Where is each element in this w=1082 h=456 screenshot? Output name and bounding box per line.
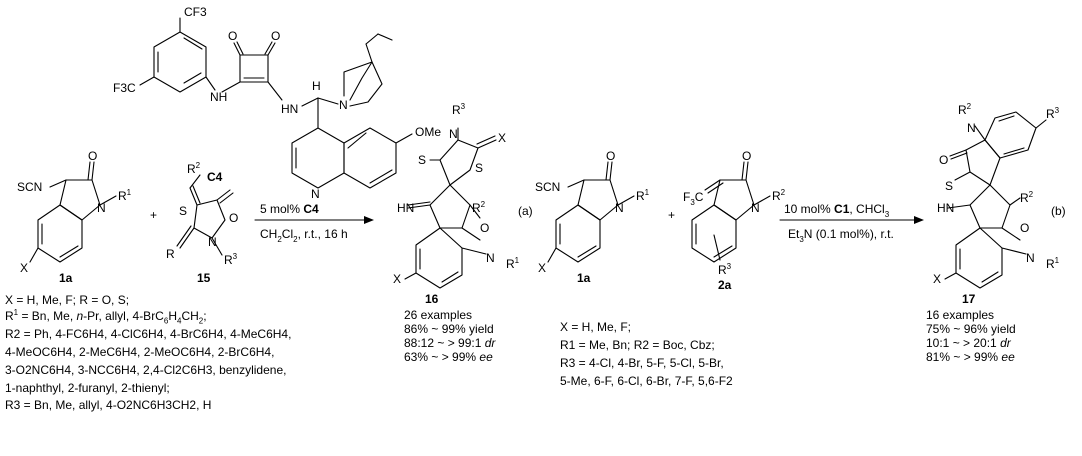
- product16-s-ring: S: [475, 161, 483, 175]
- subst-a-line4: 4-MeOC6H4, 2-MeC6H4, 2-MeOC6H4, 2-BrC6H4…: [5, 345, 275, 359]
- subst-a-line5: 3-O2NC6H4, 3-NCC6H4, 2,4-Cl2C6H3, benzyl…: [5, 363, 287, 377]
- stereo-h-label: H: [312, 79, 321, 93]
- label-1a-a: 1a: [59, 271, 73, 285]
- subst-b-line3: R3 = 4-Cl, 4-Br, 5-F, 5-Cl, 5-Br,: [560, 356, 724, 370]
- product17-o: O: [1020, 221, 1029, 235]
- reactant15-n: N: [208, 235, 217, 249]
- plus-b: +: [668, 208, 675, 222]
- reactant1-n-b: N: [615, 201, 624, 215]
- product16-x-top: X: [498, 131, 506, 145]
- product-16-structure: R3 N X S S HN R2 O N R1 X: [393, 102, 520, 289]
- conditions-above-a: 5 mol% C4: [260, 202, 319, 216]
- squaramide-oxygen-2: O: [271, 29, 280, 43]
- nh-left-label: NH: [210, 90, 227, 104]
- reactant15-s: S: [179, 204, 187, 218]
- reactant1-oxygen-a: O: [88, 149, 97, 163]
- reaction-arrowhead-b: [914, 216, 924, 224]
- scn-label-b: SCN: [535, 180, 560, 194]
- reactant2a-r2: R2: [772, 188, 786, 203]
- label-1a-b: 1a: [577, 271, 591, 285]
- reaction-tag-b: (b): [1051, 204, 1066, 218]
- cf3-top-label: CF3: [184, 5, 207, 19]
- product16-r3: R3: [452, 102, 466, 117]
- subst-a-line7: R3 = Bn, Me, allyl, 4-O2NC6H3CH2, H: [5, 398, 212, 412]
- product17-s: S: [945, 179, 953, 193]
- label-16: 16: [425, 292, 439, 306]
- reactant1-oxygen-b: O: [606, 149, 615, 163]
- conditions-below-b: Et3N (0.1 mol%), r.t.: [788, 227, 894, 244]
- product16-o: O: [480, 221, 489, 235]
- subst-b-line4: 5-Me, 6-F, 6-Cl, 6-Br, 7-F, 5,6-F2: [560, 374, 733, 388]
- reactant-1a-structure-b: SCN O N R1 X: [535, 149, 650, 275]
- product17-n: N: [1026, 251, 1035, 265]
- reactant15-r2: R2: [187, 161, 201, 176]
- subst-a-line2: R1 = Bn, Me, n-Pr, allyl, 4-BrC6H4CH2;: [5, 308, 207, 326]
- reactant-2a-structure: F3C O N R2 R3: [683, 149, 786, 277]
- reactant15-r3: R3: [224, 252, 238, 267]
- product16-n-top: N: [449, 127, 458, 141]
- product-17-structure: R2 R3 N O S R2 HN O N R1 X: [933, 102, 1060, 289]
- product17-dr: 10:1 ~ > 20:1 dr: [926, 336, 1011, 350]
- product16-hn: HN: [397, 201, 414, 215]
- product17-x: X: [933, 272, 941, 286]
- ome-label: OMe: [415, 125, 441, 139]
- squaramide-oxygen-1: O: [228, 29, 237, 43]
- product17-n-top: N: [967, 121, 976, 135]
- reactant2a-o: O: [742, 149, 751, 163]
- conditions-below-a: CH2Cl2, r.t., 16 h: [260, 227, 348, 244]
- reactant1-r1-a: R1: [118, 188, 132, 203]
- subst-a-line6: 1-naphthyl, 2-furanyl, 2-thienyl;: [5, 381, 170, 395]
- product17-ee: 81% ~ > 99% ee: [926, 350, 1015, 364]
- product17-r3: R3: [1046, 106, 1060, 121]
- reactant2a-f3c: F3C: [683, 190, 704, 207]
- product16-ee: 63% ~ > 99% ee: [404, 350, 493, 364]
- product16-dr: 88:12 ~ > 99:1 dr: [404, 336, 496, 350]
- reactant15-r: R: [166, 247, 175, 261]
- product16-s-thione: S: [418, 153, 426, 167]
- product17-o-top: O: [939, 153, 948, 167]
- product16-x: X: [393, 272, 401, 286]
- quinuclidine-n-label: N: [339, 98, 348, 112]
- label-2a: 2a: [718, 278, 732, 292]
- reaction-tag-a: (a): [518, 204, 533, 218]
- product17-examples: 16 examples: [926, 308, 995, 322]
- product17-r2: R2: [958, 102, 972, 117]
- reactant-1a-structure-a: SCN O N R1 X: [17, 149, 132, 275]
- subst-a-line3: R2 = Ph, 4-FC6H4, 4-ClC6H4, 4-BrC6H4, 4-…: [5, 327, 292, 341]
- reactant1-r1-b: R1: [636, 188, 650, 203]
- product17-hn: HN: [937, 201, 954, 215]
- reactant15-o: O: [229, 211, 238, 225]
- plus-a: +: [150, 208, 157, 222]
- subst-a-line1: X = H, Me, F; R = O, S;: [5, 293, 130, 307]
- subst-b-line2: R1 = Me, Bn; R2 = Boc, Cbz;: [560, 338, 715, 352]
- reactant2a-r3: R3: [718, 262, 732, 277]
- scn-label-a: SCN: [17, 180, 42, 194]
- reactant1-x-a: X: [20, 261, 28, 275]
- product16-n: N: [486, 251, 495, 265]
- reactant-15-structure: R2 S O N R3 R: [166, 161, 238, 267]
- reactant2a-n: N: [751, 201, 760, 215]
- product17-yield: 75% ~ 96% yield: [926, 322, 1016, 336]
- product16-examples: 26 examples: [404, 308, 473, 322]
- quinoline-n-label: N: [311, 187, 320, 201]
- product16-r1: R1: [506, 256, 520, 271]
- catalyst-c4-label: C4: [207, 170, 223, 184]
- catalyst-c4-structure: CF3 F3C NH O O HN H N OMe N: [113, 5, 441, 201]
- product17-r2b: R2: [1020, 190, 1034, 205]
- subst-b-line1: X = H, Me, F;: [560, 320, 632, 334]
- reaction-arrowhead-a: [364, 216, 374, 224]
- reactant1-n-a: N: [97, 201, 106, 215]
- product16-yield: 86% ~ 99% yield: [404, 322, 494, 336]
- f3c-left-label: F3C: [113, 81, 136, 95]
- label-15: 15: [197, 271, 211, 285]
- product16-r2: R2: [472, 200, 486, 215]
- conditions-above-b: 10 mol% C1, CHCl3: [784, 202, 890, 219]
- product17-r1: R1: [1046, 256, 1060, 271]
- reactant1-x-b: X: [538, 261, 546, 275]
- label-17: 17: [962, 292, 976, 306]
- hn-right-label: HN: [281, 102, 298, 116]
